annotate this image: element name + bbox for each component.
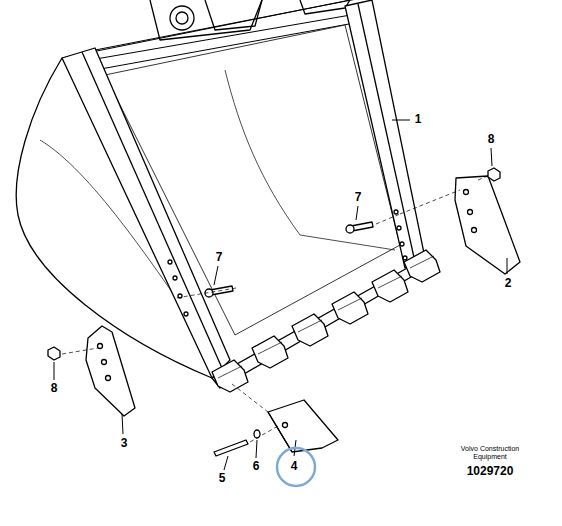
callout-number: 2 bbox=[505, 277, 512, 290]
callout-number: 8 bbox=[51, 382, 58, 395]
bucket-tooth bbox=[212, 360, 248, 392]
callout-number: 3 bbox=[121, 437, 128, 450]
callout-number: 5 bbox=[219, 472, 226, 485]
callout-number: 7 bbox=[216, 251, 223, 264]
bucket-tooth bbox=[372, 270, 408, 302]
bucket-tooth bbox=[332, 292, 368, 324]
bucket-tooth bbox=[404, 250, 440, 282]
drawing-number: 1029720 bbox=[467, 465, 514, 478]
callout-number: 1 bbox=[415, 113, 422, 126]
callout-number: 7 bbox=[355, 191, 362, 204]
bucket-tooth bbox=[252, 336, 288, 368]
bucket-tooth bbox=[292, 314, 328, 346]
callout-number: 8 bbox=[488, 133, 495, 146]
callout-number: 4 bbox=[291, 460, 298, 473]
maker-name: Volvo Construction Equipment bbox=[453, 445, 527, 461]
callout-number: 6 bbox=[253, 460, 260, 473]
